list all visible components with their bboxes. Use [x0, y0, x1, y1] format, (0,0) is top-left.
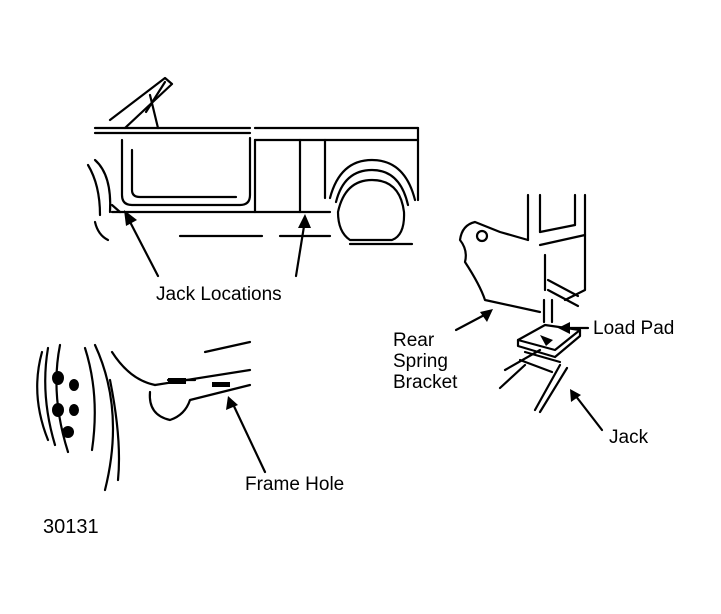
rear-spring-bracket-label: Rear Spring Bracket: [393, 330, 457, 393]
jack-locations-label: Jack Locations: [156, 284, 282, 305]
jack-label: Jack: [609, 427, 649, 448]
frame-hole-label: Frame Hole: [245, 474, 345, 495]
rear-spring-bracket-line-1: Rear: [393, 330, 435, 351]
figure-number: 30131: [43, 516, 99, 538]
rear-spring-bracket-line-3: Bracket: [393, 372, 458, 393]
rear-spring-bracket-line-2: Spring: [393, 351, 448, 372]
load-pad-label: Load Pad: [593, 318, 675, 339]
